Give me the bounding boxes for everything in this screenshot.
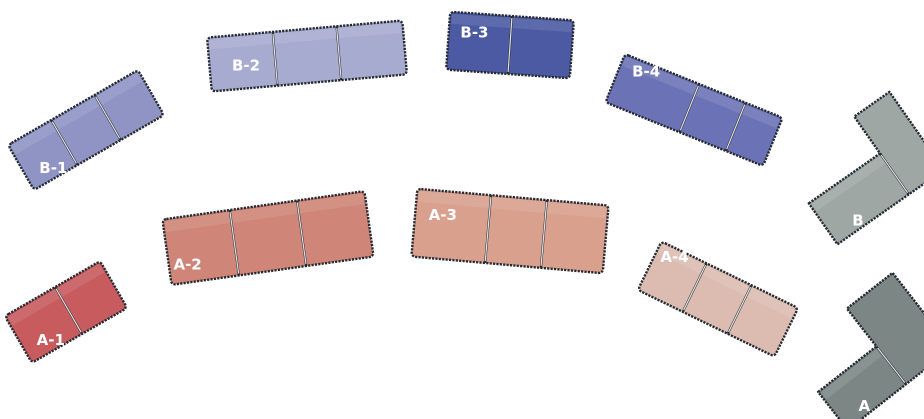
section-label-A-3: A-3 bbox=[429, 206, 457, 224]
section-label-B-4: B-4 bbox=[632, 62, 660, 80]
section-B-2[interactable]: B-2 bbox=[207, 21, 407, 92]
section-A[interactable]: A bbox=[789, 273, 924, 419]
section-label-B-1: B-1 bbox=[39, 159, 67, 177]
section-label-A: A bbox=[859, 397, 871, 415]
section-A-4[interactable]: A-4 bbox=[638, 236, 801, 357]
section-B-3[interactable]: B-3 bbox=[446, 12, 574, 79]
section-B-4[interactable]: B-4 bbox=[605, 49, 784, 166]
section-B-1[interactable]: B-1 bbox=[8, 70, 167, 195]
section-A-2[interactable]: A-2 bbox=[162, 191, 373, 285]
section-label-A-1: A-1 bbox=[37, 331, 65, 349]
section-label-B-3: B-3 bbox=[460, 24, 488, 42]
section-B[interactable]: B bbox=[783, 92, 924, 247]
section-label-B-2: B-2 bbox=[232, 57, 260, 75]
section-label-A-2: A-2 bbox=[173, 255, 201, 273]
section-label-A-4: A-4 bbox=[660, 248, 688, 266]
section-A-3[interactable]: A-3 bbox=[411, 189, 608, 273]
section-A-1[interactable]: A-1 bbox=[5, 261, 130, 367]
section-label-B: B bbox=[852, 211, 863, 229]
